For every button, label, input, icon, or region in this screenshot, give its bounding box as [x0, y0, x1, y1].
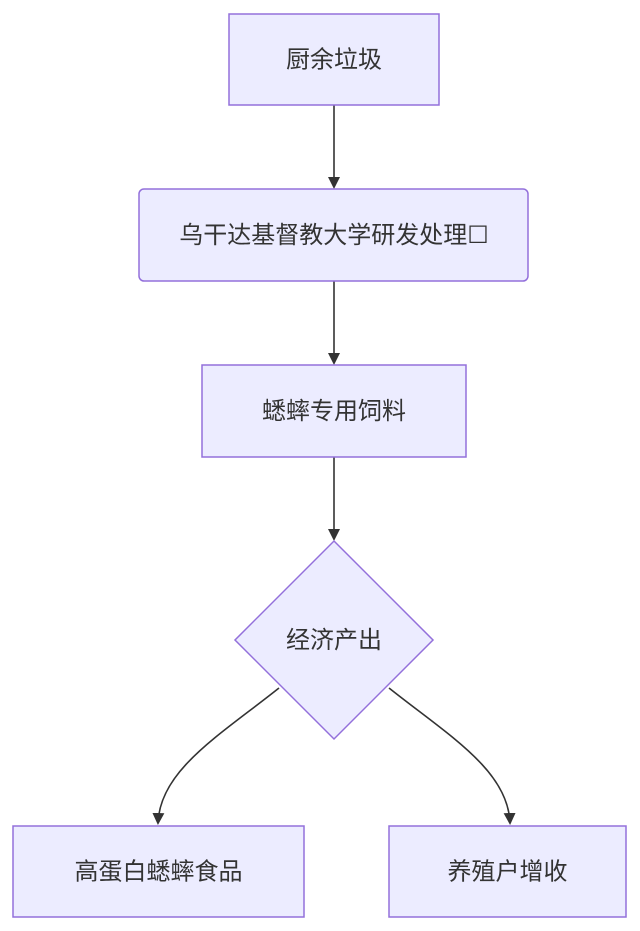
node-processing[interactable]: 乌干达基督教大学研发处理☐ [138, 188, 529, 282]
node-high-protein-food[interactable]: 高蛋白蟋蟀食品 [12, 825, 305, 918]
edge-output-to-food [152, 687, 280, 825]
node-farmer-income-label: 养殖户增收 [448, 858, 568, 886]
node-feed-label: 蟋蟀专用饲料 [262, 397, 406, 425]
node-farmer-income[interactable]: 养殖户增收 [388, 825, 627, 918]
node-processing-label: 乌干达基督教大学研发处理☐ [179, 221, 489, 249]
node-high-protein-food-label: 高蛋白蟋蟀食品 [75, 858, 243, 886]
node-economic-output-label: 经济产出 [286, 626, 382, 654]
node-kitchen-waste[interactable]: 厨余垃圾 [228, 13, 440, 106]
node-kitchen-waste-label: 厨余垃圾 [286, 46, 382, 74]
edge-output-to-income [388, 687, 516, 825]
node-feed[interactable]: 蟋蟀专用饲料 [201, 364, 467, 458]
node-economic-output[interactable]: 经济产出 [233, 539, 435, 741]
